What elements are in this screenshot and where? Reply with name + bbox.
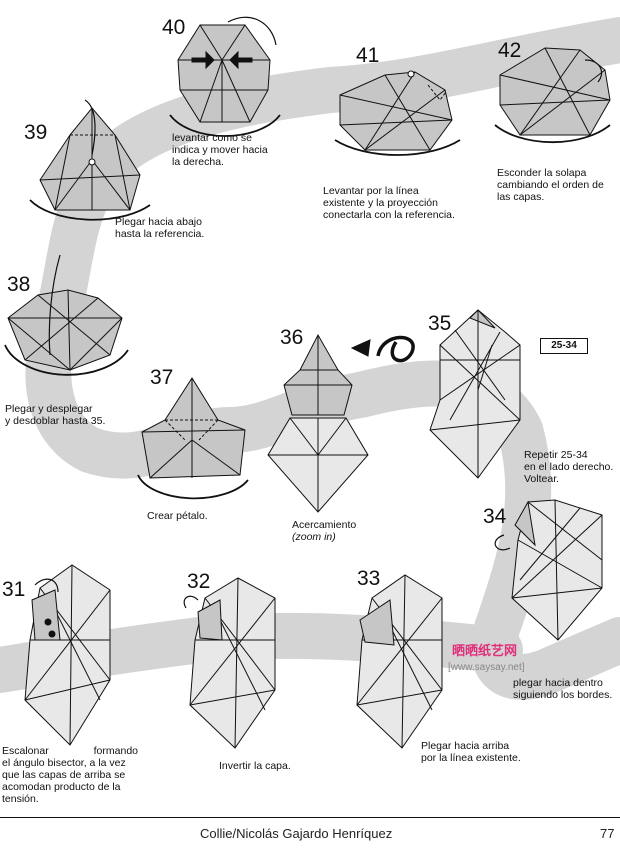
model-step-41 [334, 70, 461, 156]
step-number-41: 41 [356, 44, 380, 67]
step-number-35: 35 [428, 312, 452, 335]
model-step-33 [356, 574, 443, 749]
step-number-37: 37 [150, 366, 174, 389]
caption-step-32: Invertir la capa. [219, 760, 291, 772]
step-number-31: 31 [2, 578, 26, 601]
model-step-37 [137, 377, 249, 500]
step-number-40: 40 [162, 16, 186, 39]
caption-step-37: Crear pétalo. [147, 510, 208, 522]
model-step-35 [429, 309, 521, 479]
step-number-39: 39 [24, 121, 48, 144]
model-step-36 [267, 333, 415, 513]
step-number-34: 34 [483, 505, 507, 528]
model-step-40 [169, 16, 281, 137]
watermark-title: 晒晒纸艺网 [452, 643, 518, 658]
model-step-39 [29, 99, 151, 221]
model-step-38 [4, 254, 129, 376]
model-step-31 [24, 564, 111, 746]
step-number-33: 33 [357, 567, 381, 590]
caption-step-36: Acercamiento(zoom in) [292, 519, 357, 543]
step-number-38: 38 [7, 273, 31, 296]
step-number-32: 32 [187, 570, 211, 593]
reference-tag: 25-34 [540, 338, 588, 354]
watermark-url: [www.saysay.net] [448, 662, 525, 673]
page-number: 77 [600, 826, 615, 841]
footer-author: Collie/Nicolás Gajardo Henríquez [200, 826, 393, 841]
model-step-42 [494, 47, 611, 144]
step-number-36: 36 [280, 326, 304, 349]
model-step-32 [183, 577, 276, 749]
model-step-34 [494, 499, 603, 641]
footer-divider [0, 817, 620, 818]
step-number-42: 42 [498, 39, 522, 62]
